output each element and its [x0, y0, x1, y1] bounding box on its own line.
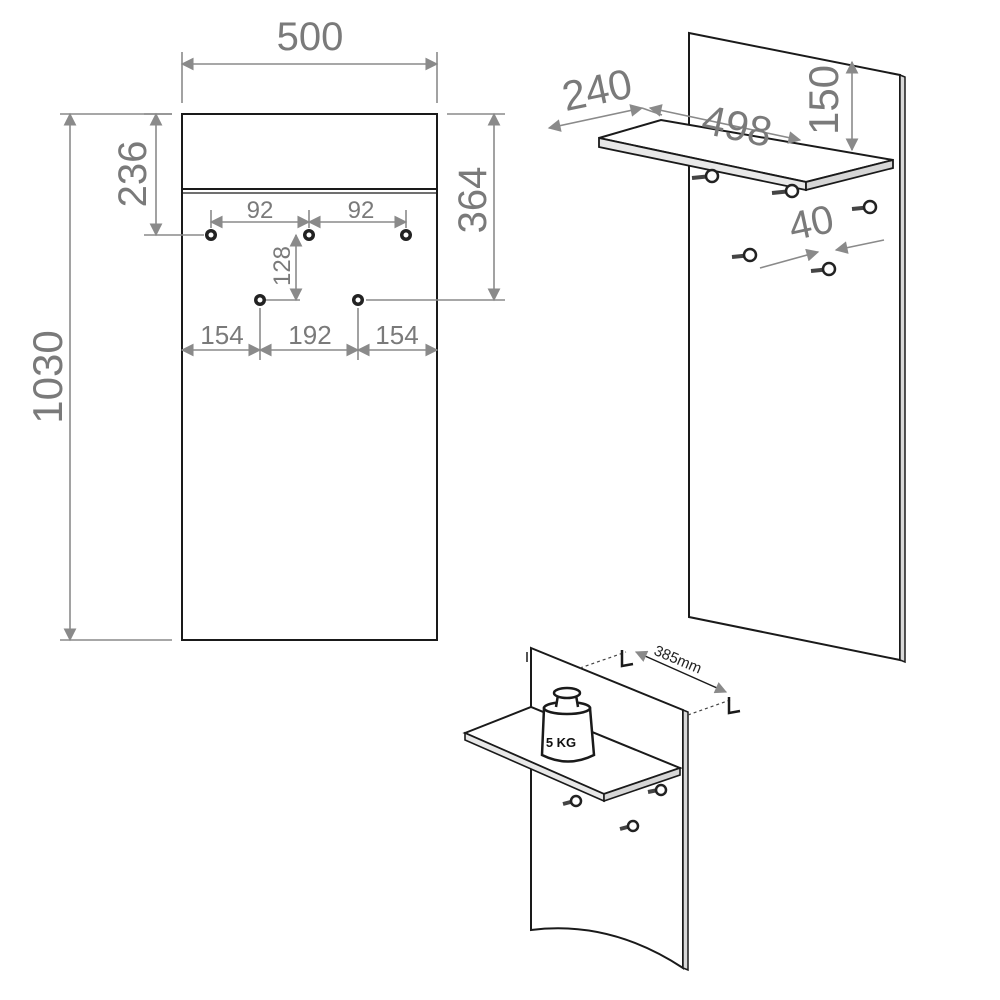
- weight-icon: [540, 686, 596, 763]
- row-gap-label: 128: [269, 246, 296, 286]
- load-hooks: [562, 783, 668, 833]
- front-hooks: [205, 229, 412, 306]
- front-width-label: 500: [277, 15, 344, 59]
- panel-top-label: 150: [800, 65, 847, 135]
- load-panel: [530, 646, 684, 970]
- hook-depth-label: 40: [785, 197, 838, 249]
- hook-row-height-label: 364: [451, 167, 495, 234]
- lower-right-label: 154: [375, 320, 418, 350]
- weight-label: 5 KG: [546, 735, 576, 750]
- hook-spacing-left-label: 92: [247, 197, 274, 224]
- load-view: 5 KG 385mm: [462, 642, 741, 972]
- perspective-hooks: [691, 168, 878, 277]
- perspective-view: 240 498 150 40: [547, 31, 906, 664]
- lower-left-label: 154: [200, 320, 243, 350]
- span-label: 385mm: [651, 642, 704, 677]
- front-panel: [181, 113, 438, 641]
- shelf-height-label: 236: [111, 141, 155, 208]
- front-height-label: 1030: [24, 330, 71, 423]
- front-view: 500 1030 236 364 92 92 128 154: [24, 15, 505, 642]
- hook-spacing-right-label: 92: [348, 197, 375, 224]
- lower-mid-label: 192: [288, 320, 331, 350]
